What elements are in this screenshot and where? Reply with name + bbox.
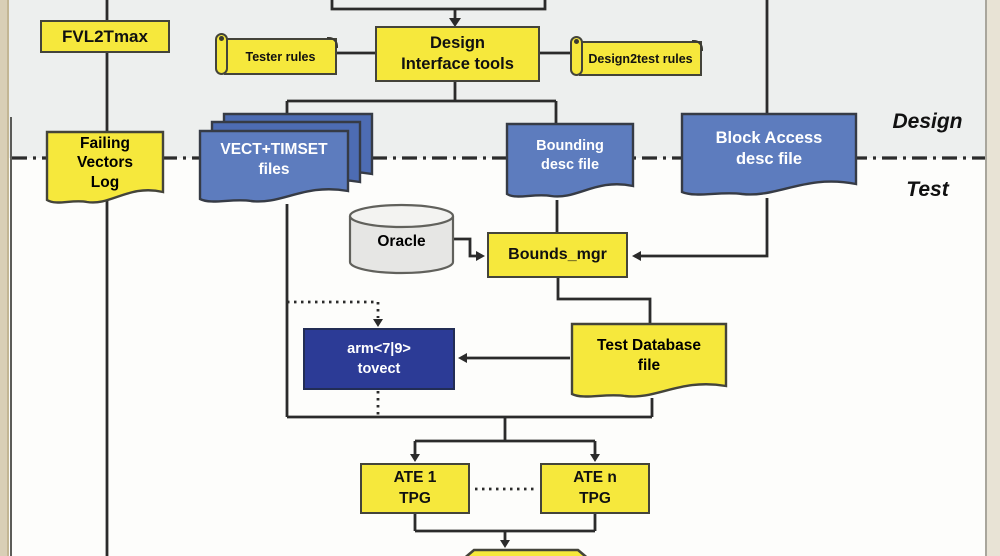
arm-tovect-label: arm<7|9> tovect xyxy=(347,340,411,377)
dotted-branch-line xyxy=(287,300,380,318)
test-database-file-label: Test Database file xyxy=(597,336,701,374)
tester-rules-node: Tester rules xyxy=(215,33,338,75)
design-interface-tools-node: Design Interface tools xyxy=(375,26,540,82)
design-zone-label: Design xyxy=(892,110,963,133)
bounding-desc-file-node: Bounding desc file xyxy=(505,122,635,202)
document-shape-icon xyxy=(680,112,858,196)
bounds-mgr-label: Bounds_mgr xyxy=(508,246,607,263)
bounding-desc-file-label: Bounding desc file xyxy=(536,138,604,173)
test-database-file-node: Test Database file xyxy=(570,322,728,402)
arm-tovect-node: arm<7|9> tovect xyxy=(303,328,455,390)
block-access-desc-file-label: Block Access desc file xyxy=(715,128,823,168)
top-box-outline xyxy=(330,0,547,11)
scroll-roll-icon xyxy=(215,33,228,75)
ate-n-tpg-node: ATE n TPG xyxy=(540,463,650,514)
hexagon-shape-icon xyxy=(464,548,588,556)
page-right-edge xyxy=(985,0,1000,556)
scroll-roll-icon xyxy=(570,36,583,76)
database-cylinder-icon xyxy=(348,203,455,275)
test-zone-label: Test xyxy=(906,178,949,201)
bottom-terminator-node xyxy=(452,548,600,556)
vect-timset-files-node: VECT+TIMSET files xyxy=(195,112,377,208)
bounds-mgr-node: Bounds_mgr xyxy=(487,232,628,278)
fvl2tmax-node: FVL2Tmax xyxy=(40,20,170,53)
ate-1-tpg-label: ATE 1 TPG xyxy=(393,469,437,507)
oracle-db-node: Oracle xyxy=(348,203,455,275)
vect-timset-files-label: VECT+TIMSET files xyxy=(220,140,328,178)
block-access-desc-file-node: Block Access desc file xyxy=(680,112,858,200)
document-shape-icon xyxy=(570,322,728,398)
page-left-edge xyxy=(0,0,9,556)
oracle-db-label: Oracle xyxy=(377,233,426,250)
tester-rules-label: Tester rules xyxy=(224,37,338,75)
design-interface-tools-label: Design Interface tools xyxy=(401,33,514,73)
document-shape-icon xyxy=(505,122,635,198)
document-stack-icon xyxy=(198,112,374,203)
failing-vectors-log-label: Failing Vectors Log xyxy=(76,134,133,191)
design2test-rules-label: Design2test rules xyxy=(579,40,703,76)
ate-n-tpg-label: ATE n TPG xyxy=(573,469,617,507)
ate-1-tpg-node: ATE 1 TPG xyxy=(360,463,470,514)
fvl2tmax-label: FVL2Tmax xyxy=(62,26,148,46)
document-shape-icon xyxy=(45,130,165,204)
design2test-rules-node: Design2test rules xyxy=(570,36,703,76)
failing-vectors-log-node: Failing Vectors Log xyxy=(45,130,165,208)
